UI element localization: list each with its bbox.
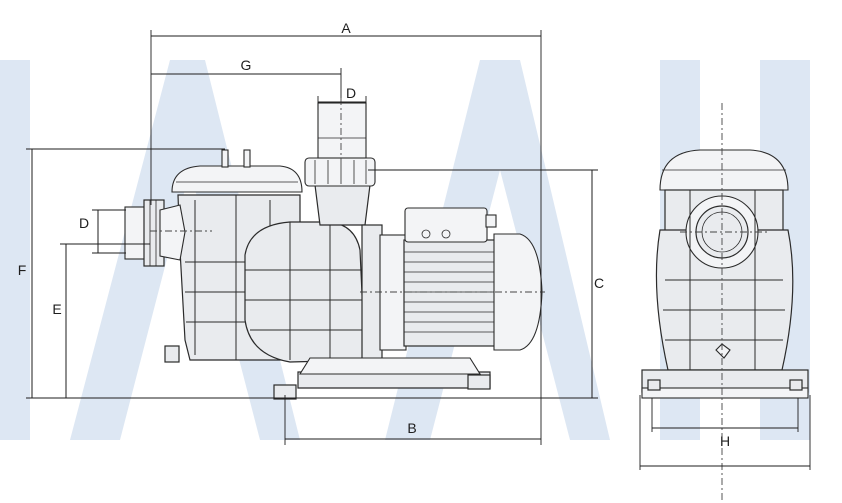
label-f: F bbox=[18, 262, 27, 278]
label-g: G bbox=[241, 57, 252, 73]
pump-front-view bbox=[641, 103, 809, 500]
label-d-outlet: D bbox=[346, 85, 356, 101]
label-e: E bbox=[52, 301, 61, 317]
label-b: B bbox=[407, 420, 416, 436]
label-d-inlet: D bbox=[79, 215, 89, 231]
label-h: H bbox=[720, 433, 730, 449]
dimension-lines bbox=[26, 30, 811, 470]
label-c: C bbox=[594, 275, 604, 291]
label-a: A bbox=[341, 20, 351, 36]
pump-side-view bbox=[124, 98, 545, 400]
